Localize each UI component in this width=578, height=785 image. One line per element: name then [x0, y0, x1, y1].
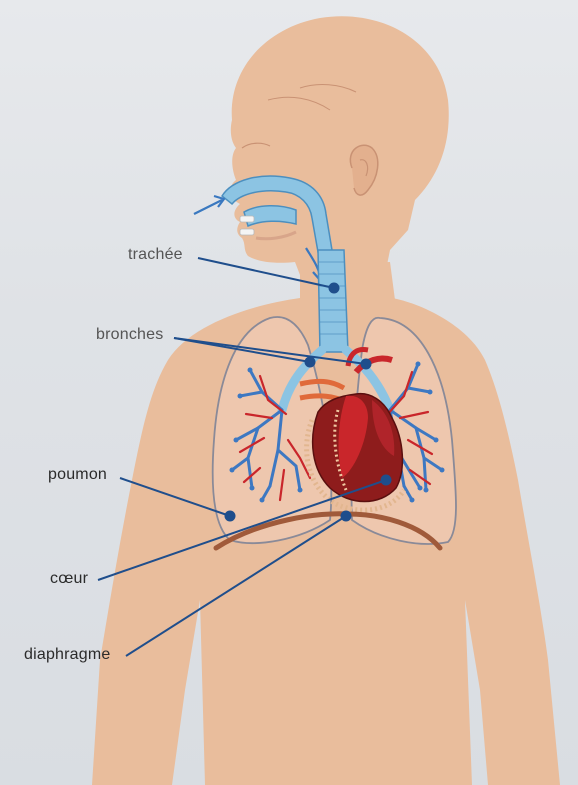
pointer-dot-bronches-left	[305, 357, 316, 368]
pointer-dot-diaphragme	[341, 511, 352, 522]
label-coeur: cœur	[50, 570, 88, 588]
label-diaphragme: diaphragme	[24, 646, 111, 664]
pointer-dot-coeur	[381, 475, 392, 486]
label-trachee: trachée	[128, 246, 183, 264]
pointer-dot-bronches-right	[361, 359, 372, 370]
child-silhouette	[92, 16, 560, 785]
trachea	[318, 250, 348, 352]
pointer-dot-trachee	[329, 283, 340, 294]
label-poumon: poumon	[48, 466, 107, 484]
airflow-arrow-icon	[194, 196, 224, 214]
pointer-dot-poumon	[225, 511, 236, 522]
label-bronches: bronches	[96, 326, 163, 344]
